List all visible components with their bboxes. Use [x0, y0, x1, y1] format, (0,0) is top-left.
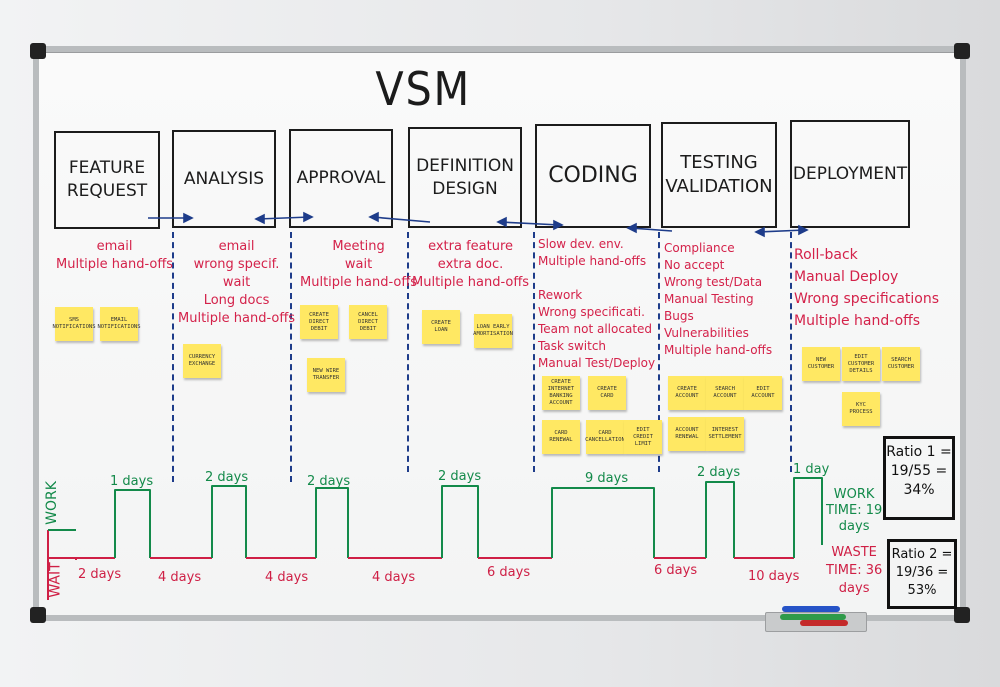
notes-deployment: Roll-back Manual Deploy Wrong specificat…	[794, 247, 940, 329]
sticky-create-direct-debit: CREATE DIRECT DEBIT	[300, 305, 338, 339]
separator-1	[172, 232, 174, 482]
sticky-currency-exchange: CURRENCY EXCHANGE	[183, 344, 221, 378]
wait-label-3: 4 days	[265, 570, 309, 585]
stage-box-deployment: DEPLOYMENT	[790, 120, 910, 228]
sticky-search-account: SEARCH ACCOUNT	[706, 376, 744, 410]
sticky-email-notifications: EMAIL NOTIFICATIONS	[97, 307, 141, 341]
sticky-edit-customer-details: EDIT CUSTOMER DETAILS	[842, 347, 880, 381]
board-corner-bottom-right	[954, 607, 970, 623]
separator-5	[658, 232, 660, 472]
wait-label-1: 2 days	[78, 567, 122, 582]
board-corner-top-right	[954, 43, 970, 59]
wait-label-5: 6 days	[487, 565, 531, 580]
wait-axis-label: WAIT	[47, 562, 64, 598]
notes-feature-request: email Multiple hand-offs	[56, 239, 174, 272]
stage-box-testing-validation: TESTING VALIDATION	[661, 122, 777, 228]
work-label-5: 9 days	[585, 471, 629, 486]
sticky-search-customer: SEARCH CUSTOMER	[882, 347, 920, 381]
sticky-new-customer: NEW CUSTOMER	[802, 347, 840, 381]
sticky-account-renewal: ACCOUNT RENEWAL	[668, 417, 706, 451]
wait-label-7: 10 days	[748, 569, 800, 584]
stage-box-coding: CODING	[535, 124, 651, 228]
sticky-new-wire-transfer: NEW WIRE TRANSFER	[307, 358, 345, 392]
work-label-1: 1 days	[110, 474, 154, 489]
marker-green	[780, 614, 846, 620]
sticky-interest-settlement: INTEREST SETTLEMENT	[706, 417, 744, 451]
work-label-7: 1 day	[793, 462, 830, 477]
sticky-card-cancellation: CARD CANCELLATION	[585, 420, 625, 454]
notes-testing-validation: Compliance No accept Wrong test/Data Man…	[664, 241, 773, 357]
marker-red	[800, 620, 848, 626]
wait-label-6: 6 days	[654, 563, 698, 578]
work-time-total: WORK TIME: 19 days	[826, 487, 883, 534]
notes-approval: Meeting wait Multiple hand-offs	[300, 239, 418, 290]
wait-label-2: 4 days	[158, 570, 202, 585]
work-label-4: 2 days	[438, 469, 482, 484]
board-title: VSM	[375, 62, 472, 116]
notes-definition-design: extra feature extra doc. Multiple hand-o…	[412, 239, 530, 290]
work-label-2: 2 days	[205, 470, 249, 485]
board-corner-top-left	[30, 43, 46, 59]
sticky-create-internet-banking-account: CREATE INTERNET BANKING ACCOUNT	[542, 376, 580, 410]
separator-3	[407, 232, 409, 472]
sticky-card-renewal: CARD RENEWAL	[542, 420, 580, 454]
waste-time-total: WASTE TIME: 36 days	[826, 545, 883, 596]
sticky-cancel-direct-debit: CANCEL DIRECT DEBIT	[349, 305, 387, 339]
sticky-edit-account: EDIT ACCOUNT	[744, 376, 782, 410]
work-label-6: 2 days	[697, 465, 741, 480]
ratio-2-box: Ratio 2 = 19/36 = 53%	[888, 540, 956, 608]
work-label-3: 2 days	[307, 474, 351, 489]
sticky-edit-credit-limit: EDIT CREDIT LIMIT	[624, 420, 662, 454]
sticky-create-loan: CREATE LOAN	[422, 310, 460, 344]
sticky-sms-notifications: SMS NOTIFICATIONS	[52, 307, 96, 341]
stage-box-approval: APPROVAL	[289, 129, 393, 228]
stage-box-analysis: ANALYSIS	[172, 130, 276, 228]
work-axis-label: WORK	[43, 481, 60, 525]
sticky-loan-early-amortisation: LOAN EARLY AMORTISATION	[473, 314, 513, 348]
stage-box-definition-design: DEFINITION DESIGN	[408, 127, 522, 228]
sticky-create-card: CREATE CARD	[588, 376, 626, 410]
stage-box-feature-request: FEATURE REQUEST	[54, 131, 160, 229]
notes-coding: Slow dev. env. Multiple hand-offs Rework…	[538, 237, 656, 370]
ratio-1-box: Ratio 1 = 19/55 = 34%	[884, 437, 954, 519]
separator-2	[290, 232, 292, 482]
notes-analysis: email wrong specif. wait Long docs Multi…	[178, 239, 296, 326]
board-corner-bottom-left	[30, 607, 46, 623]
marker-blue	[782, 606, 840, 612]
sticky-kyc-process: KYC PROCESS	[842, 392, 880, 426]
separator-4	[533, 232, 535, 472]
separator-6	[790, 232, 792, 472]
sticky-create-account: CREATE ACCOUNT	[668, 376, 706, 410]
wait-label-4: 4 days	[372, 570, 416, 585]
